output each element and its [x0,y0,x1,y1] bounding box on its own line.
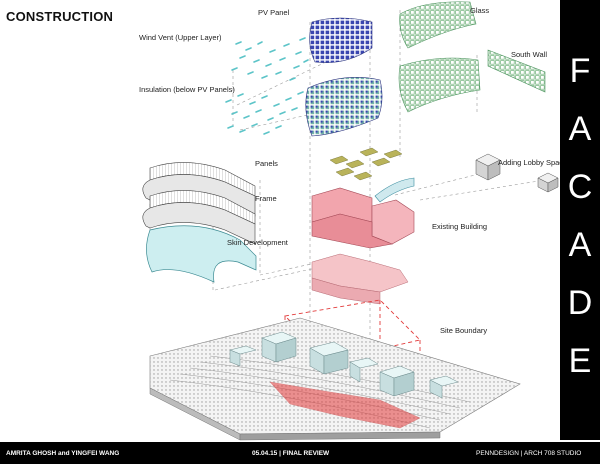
pv-panel-shell [309,17,373,63]
sidebar-letter: D [567,284,593,322]
glass-shell [399,1,477,49]
footer-authors: AMRITA GHOSH and YINGFEI WANG [6,450,120,457]
sidebar-letter: C [567,168,593,206]
site-footprint [269,381,421,429]
page-title: CONSTRUCTION [6,9,114,24]
south-wall-shell [487,49,546,93]
footer-school: PENNDESIGN | ARCH 708 STUDIO [476,450,582,457]
panels-layer [329,147,403,181]
skin-ribbon [374,177,415,203]
existing-building-lower [311,253,409,305]
wind-vent-layer [231,37,309,81]
sidebar-letter: E [568,342,592,380]
label-panels: Panels [255,159,278,168]
footer-review: 05.04.15 | FINAL REVIEW [252,450,330,457]
label-wind-vent: Wind Vent (Upper Layer) [139,33,222,42]
label-insulation: Insulation (below PV Panels) [139,85,235,94]
label-skin-development: Skin Development [227,238,288,247]
sidebar-letter: A [568,226,592,264]
facade-sidebar: F A C A D E [560,0,600,440]
glass-lower-shell [398,57,481,113]
lobby-space-boxes [475,153,559,193]
site-base [149,317,521,441]
existing-building-upper [311,187,415,249]
sidebar-letter: F [569,52,591,90]
footer-bar: AMRITA GHOSH and YINGFEI WANG 05.04.15 |… [0,442,600,464]
frame-layer [142,162,256,245]
label-existing-building: Existing Building [432,222,488,231]
label-frame: Frame [255,194,277,203]
label-site-boundary: Site Boundary [440,326,488,335]
label-glass: Glass [470,6,490,15]
sidebar-letter: A [568,110,592,148]
label-south-wall: South Wall [511,50,547,59]
insulation-layer [225,91,304,135]
label-pv-panel: PV Panel [258,8,290,17]
label-adding-lobby: Adding Lobby Space [498,158,568,167]
pv-insulation-shell [305,77,383,137]
skin-development-shell [146,225,257,283]
